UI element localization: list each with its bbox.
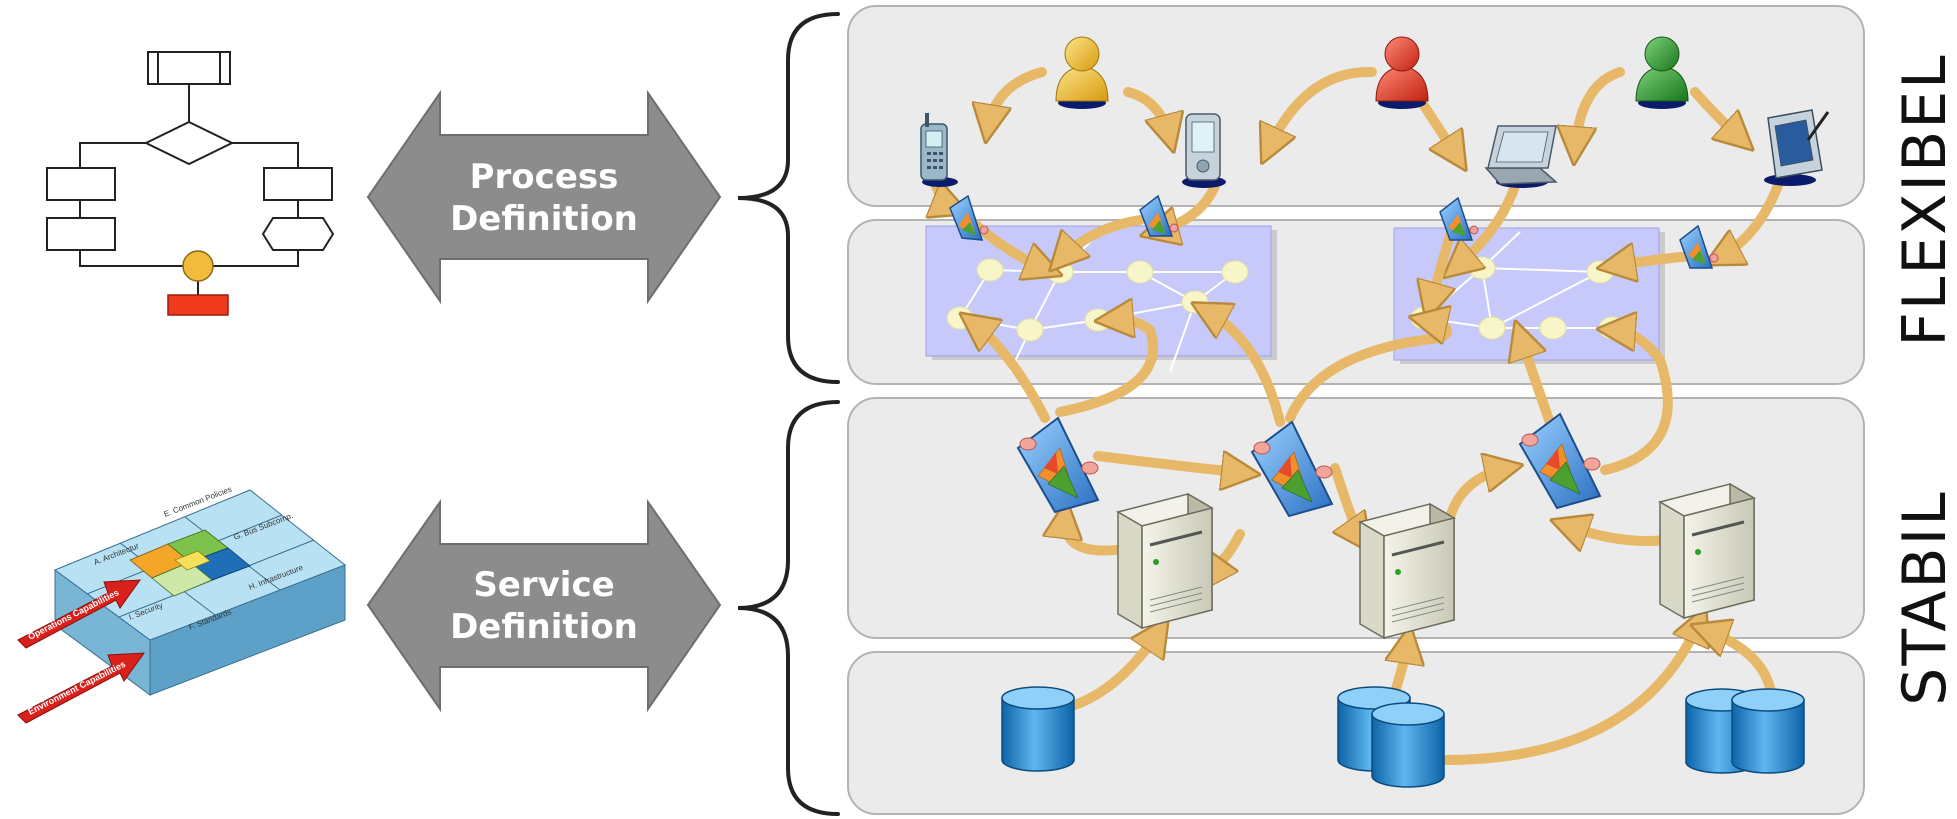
user-icon bbox=[1055, 36, 1109, 109]
server-icon bbox=[1116, 492, 1214, 630]
capability-matrix-illustration: E. Common Policies A. Architectur G. Bus… bbox=[17, 485, 346, 724]
service-adapter-icon bbox=[1439, 196, 1479, 241]
mobile-phone-icon bbox=[920, 113, 958, 187]
environment-capabilities-arrow: Environment Capabilities bbox=[17, 652, 146, 724]
process-definition-arrow: Process Definition bbox=[366, 89, 722, 305]
user-icon bbox=[1375, 36, 1429, 109]
database-icon bbox=[1371, 702, 1445, 788]
svg-text:Environment Capabilities: Environment Capabilities bbox=[26, 659, 127, 717]
service-adapter-icon bbox=[1518, 412, 1602, 510]
server-icon bbox=[1658, 482, 1756, 620]
tablet-icon bbox=[1764, 109, 1830, 186]
service-adapter-icon bbox=[949, 194, 989, 241]
brace-top bbox=[737, 12, 840, 384]
process-label-line1: Process bbox=[470, 157, 619, 197]
server-icon bbox=[1358, 502, 1456, 640]
label-flexibel: FLEXIBEL bbox=[1890, 53, 1957, 346]
process-label-line2: Definition bbox=[450, 199, 638, 239]
service-adapter-icon bbox=[1016, 416, 1100, 514]
service-label-line1: Service bbox=[473, 565, 614, 605]
service-adapter-icon bbox=[1139, 194, 1179, 237]
service-adapter-icon bbox=[1250, 420, 1334, 518]
laptop-icon bbox=[1484, 125, 1558, 188]
brace-bottom bbox=[737, 400, 840, 816]
service-adapter-icon bbox=[1679, 224, 1719, 269]
flowchart-illustration bbox=[46, 51, 335, 316]
panel-users-devices bbox=[847, 5, 1865, 207]
service-label-line2: Definition bbox=[450, 607, 638, 647]
process-network-left bbox=[925, 225, 1277, 373]
flow-links bbox=[935, 66, 1785, 765]
database-icon bbox=[1001, 686, 1075, 772]
user-icon bbox=[1635, 36, 1689, 109]
pda-icon bbox=[1182, 113, 1226, 188]
service-definition-arrow: Service Definition bbox=[366, 498, 722, 713]
label-stabil: STABIL bbox=[1890, 490, 1957, 705]
database-icon bbox=[1731, 688, 1805, 774]
